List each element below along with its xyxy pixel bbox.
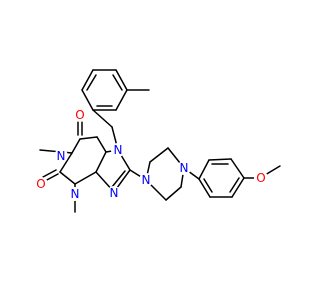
bond — [96, 136, 107, 153]
bond — [115, 89, 128, 111]
atom-layer: O N O N N N N N O — [34, 108, 268, 201]
molecule-structure: O N O N N N N N O — [34, 69, 281, 213]
bond — [112, 74, 123, 91]
atom-background — [73, 108, 87, 122]
atom-background — [34, 177, 48, 191]
bond — [44, 173, 59, 182]
bond — [59, 152, 73, 173]
bond — [208, 158, 232, 161]
nitrogen-atom-label: N — [114, 143, 123, 157]
atom-background — [254, 171, 268, 185]
oxygen-atom-label: O — [75, 108, 84, 122]
bond — [111, 170, 126, 188]
bond — [229, 177, 240, 193]
bond — [198, 178, 211, 198]
bond — [115, 69, 128, 91]
bond — [81, 69, 94, 91]
oxygen-atom-label: O — [256, 171, 265, 185]
nitrogen-atom-label: N — [57, 149, 66, 163]
bond — [59, 171, 76, 185]
atom-background — [111, 143, 125, 157]
bond — [203, 178, 213, 193]
bond — [81, 89, 94, 111]
bond — [79, 136, 98, 140]
atom-background — [177, 161, 191, 175]
bond — [71, 138, 81, 154]
bond — [230, 158, 245, 179]
atom-background — [107, 186, 121, 200]
bond — [86, 74, 97, 91]
bond — [198, 159, 210, 180]
nitrogen-atom-label: N — [110, 186, 119, 200]
nitrogen-atom-label: N — [142, 173, 151, 187]
bond — [165, 186, 182, 201]
bond — [95, 151, 107, 173]
bond — [42, 169, 57, 178]
nitrogen-atom-label: N — [180, 161, 189, 175]
bond — [92, 109, 113, 128]
atom-background — [54, 149, 68, 163]
oxygen-atom-label: O — [36, 177, 45, 191]
bond — [231, 177, 245, 198]
nitrogen-atom-label: N — [71, 187, 80, 201]
bond — [74, 171, 97, 185]
atom-background — [139, 173, 153, 187]
bond — [149, 147, 169, 163]
atom-background — [68, 187, 82, 201]
